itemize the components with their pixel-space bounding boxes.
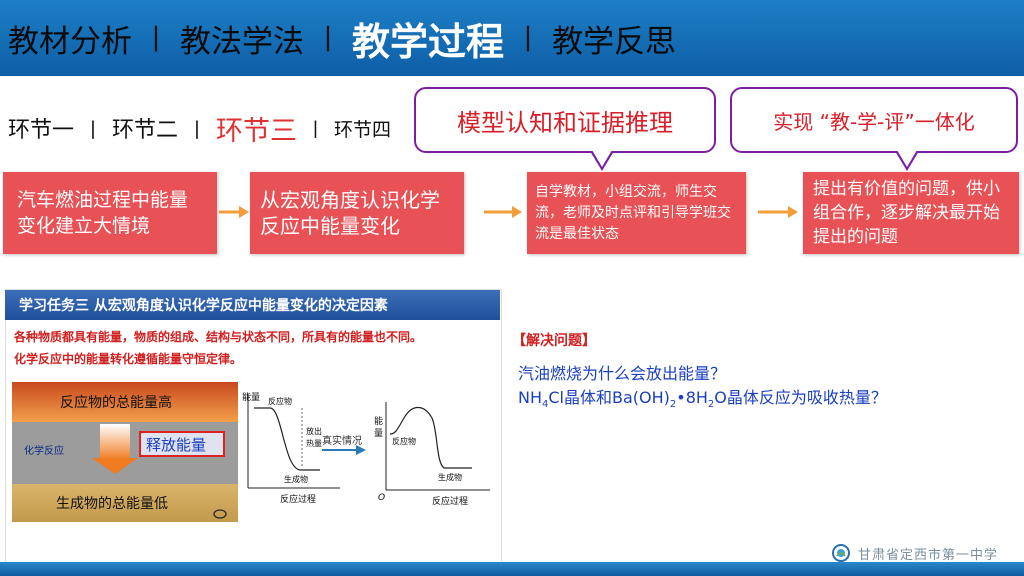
graph1-release: 放出 <box>306 426 322 436</box>
process-step-text: 汽车燃油过程中能量变化建立大情境 <box>17 189 189 237</box>
real-situation-label: 真实情况 <box>322 436 362 447</box>
graph2-ylabel-top: 能 <box>374 415 383 427</box>
section-separator: 丨 <box>83 117 104 142</box>
graph2-product: 生成物 <box>438 472 462 482</box>
graph1-product: 生成物 <box>284 474 308 484</box>
nav-item-teaching-methods[interactable]: 教法学法 <box>180 23 305 60</box>
flow-arrow-icon <box>758 206 798 218</box>
nav-item-textbook-analysis[interactable]: 教材分析 <box>8 23 132 60</box>
process-step-text: 从宏观角度认识化学反应中能量变化 <box>260 188 440 238</box>
callout-text: 模型认知和证据推理 <box>457 108 673 137</box>
high-energy-label: 反应物的总能量高 <box>60 394 172 411</box>
graph1-xlabel: 反应过程 <box>280 493 316 505</box>
process-step-4: 提出有价值的问题，供小组合作，逐步解决最开始提出的问题 <box>803 172 1019 254</box>
high-energy-band <box>12 382 238 422</box>
school-name: 甘肃省定西市第一中学 <box>858 548 999 563</box>
low-energy-label: 生成物的总能量低 <box>56 496 168 512</box>
callout-integration: 实现 “教-学-评”一体化 <box>730 87 1018 153</box>
graph1-heat: 热量 <box>306 438 322 448</box>
section-item-1[interactable]: 环节一 <box>8 118 75 143</box>
graph2-ylabel-bottom: 量 <box>374 428 383 439</box>
solve-header: 【解决问题】 <box>512 333 596 349</box>
graph2-curve <box>389 406 472 469</box>
process-step-3: 自学教材，小组交流，师生交流，老师及时点评和引导学班交流是最佳状态 <box>527 172 746 254</box>
low-energy-band <box>12 484 238 522</box>
nav-separator: 丨 <box>142 23 171 56</box>
nav-separator: 丨 <box>314 23 343 56</box>
release-label: 释放能量 <box>146 436 206 454</box>
question-2-part: Cl晶体和Ba(OH) <box>548 388 670 407</box>
callout-model-cognition: 模型认知和证据推理 <box>414 87 716 153</box>
graph2-reactant: 反应物 <box>392 436 416 446</box>
compare-arrow-icon <box>322 445 366 455</box>
section-item-4[interactable]: 环节四 <box>334 118 392 141</box>
task-title-bar: 学习任务三 从宏观角度认识化学反应中能量变化的决定因素 <box>5 290 500 320</box>
main-nav: 教材分析 丨 教法学法 丨 教学过程 丨 教学反思 <box>8 10 676 66</box>
flow-arrow-icon <box>484 206 522 218</box>
footer-bar <box>0 562 1024 576</box>
callout-text: 实现 “教-学-评”一体化 <box>773 109 975 134</box>
question-2-part: NH <box>518 388 542 407</box>
energy-graph-real: 能 量 反应物 生成物 O 反应过程 <box>374 402 490 507</box>
question-2-sub: 4 <box>542 399 549 411</box>
process-step-2: 从宏观角度认识化学反应中能量变化 <box>250 172 464 254</box>
nav-item-teaching-process[interactable]: 教学过程 <box>352 19 505 64</box>
section-item-2[interactable]: 环节二 <box>112 118 179 143</box>
question-2-sub: 2 <box>707 399 715 411</box>
school-logo-icon <box>832 544 850 562</box>
process-step-text: 提出有价值的问题，供小组合作，逐步解决最开始提出的问题 <box>813 179 1000 247</box>
graph1-ylabel: 能量 <box>242 391 260 403</box>
release-label-box <box>139 431 225 457</box>
section-separator: 丨 <box>187 117 208 142</box>
energy-graph-ideal: 能量 反应物 放出 热量 生成物 反应过程 <box>242 391 340 505</box>
question-2-part: •8H <box>676 388 708 407</box>
nav-separator: 丨 <box>514 23 543 56</box>
task-description: 各种物质都具有能量，物质的组成、结构与状态不同，所具有的能量也不同。 化学反应中… <box>14 326 499 370</box>
question-2-sub: 2 <box>669 399 677 411</box>
section-item-3[interactable]: 环节三 <box>216 115 298 147</box>
header-bar <box>0 0 1024 76</box>
graph1-reactant: 反应物 <box>268 396 292 406</box>
process-step-text: 自学教材，小组交流，师生交流，老师及时点评和引导学班交流是最佳状态 <box>535 183 731 242</box>
graph2-xlabel: 反应过程 <box>432 495 468 507</box>
task-line-2: 化学反应中的能量转化遵循能量守恒定律。 <box>14 352 243 366</box>
energy-level-diagram: 反应物的总能量高 化学反应 释放能量 生成物的总能量低 <box>12 382 238 522</box>
section-separator: 丨 <box>306 118 326 141</box>
question-2: NH4Cl晶体和Ba(OH)2•8H2O晶体反应为吸收热量？ <box>518 384 887 410</box>
release-arrow-head <box>92 458 138 474</box>
question-2-part: O晶体反应为吸收热量？ <box>714 388 887 407</box>
graph2-origin: O <box>378 493 385 503</box>
nav-item-teaching-reflection[interactable]: 教学反思 <box>552 23 677 60</box>
callout-tail <box>897 150 917 167</box>
embedded-slide-solve <box>508 296 1020 568</box>
mark-circle <box>213 509 227 519</box>
section-nav: 环节一 丨 环节二 丨 环节三 丨 环节四 <box>8 110 392 147</box>
process-step-1: 汽车燃油过程中能量变化建立大情境 <box>3 172 217 254</box>
release-arrow-shaft <box>100 424 130 460</box>
callout-tail <box>592 150 612 167</box>
flow-arrow-icon <box>219 206 249 218</box>
task-title: 学习任务三 从宏观角度认识化学反应中能量变化的决定因素 <box>19 298 388 314</box>
graph1-curve <box>254 407 320 471</box>
question-1: 汽油燃烧为什么会放出能量？ <box>518 364 727 383</box>
reaction-label: 化学反应 <box>24 444 64 457</box>
task-line-1: 各种物质都具有能量，物质的组成、结构与状态不同，所具有的能量也不同。 <box>14 330 423 344</box>
